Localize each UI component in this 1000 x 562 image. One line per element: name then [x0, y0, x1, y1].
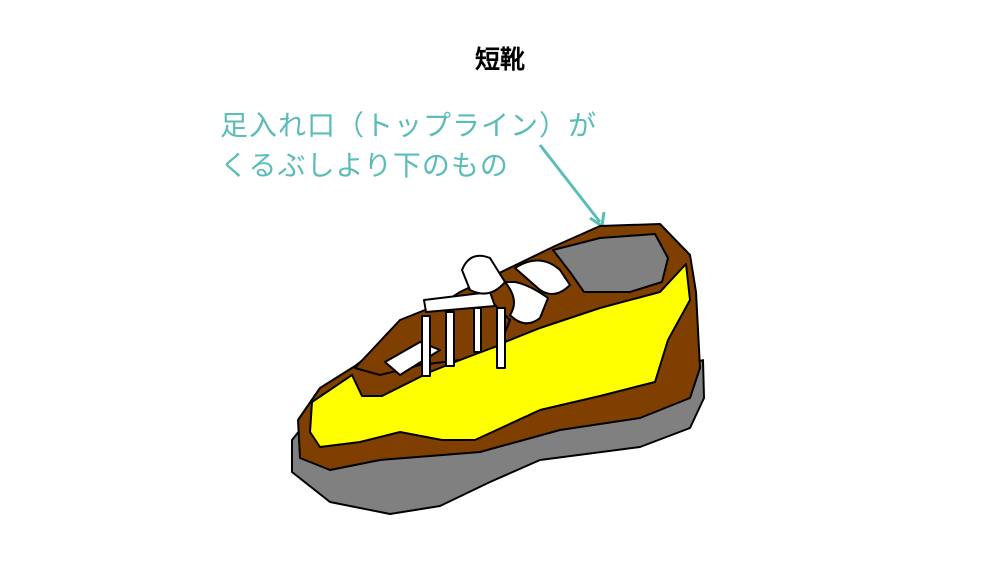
annotation-line-2: くるぶしより下のもの	[220, 149, 509, 182]
laces	[384, 254, 571, 377]
annotation-line-1: 足入れ口（トップライン）が	[220, 109, 598, 142]
shoe-icon	[291, 223, 705, 515]
collar-lining	[552, 233, 669, 293]
slide-title: 短靴	[474, 45, 525, 74]
annotation-arrow	[538, 144, 606, 229]
